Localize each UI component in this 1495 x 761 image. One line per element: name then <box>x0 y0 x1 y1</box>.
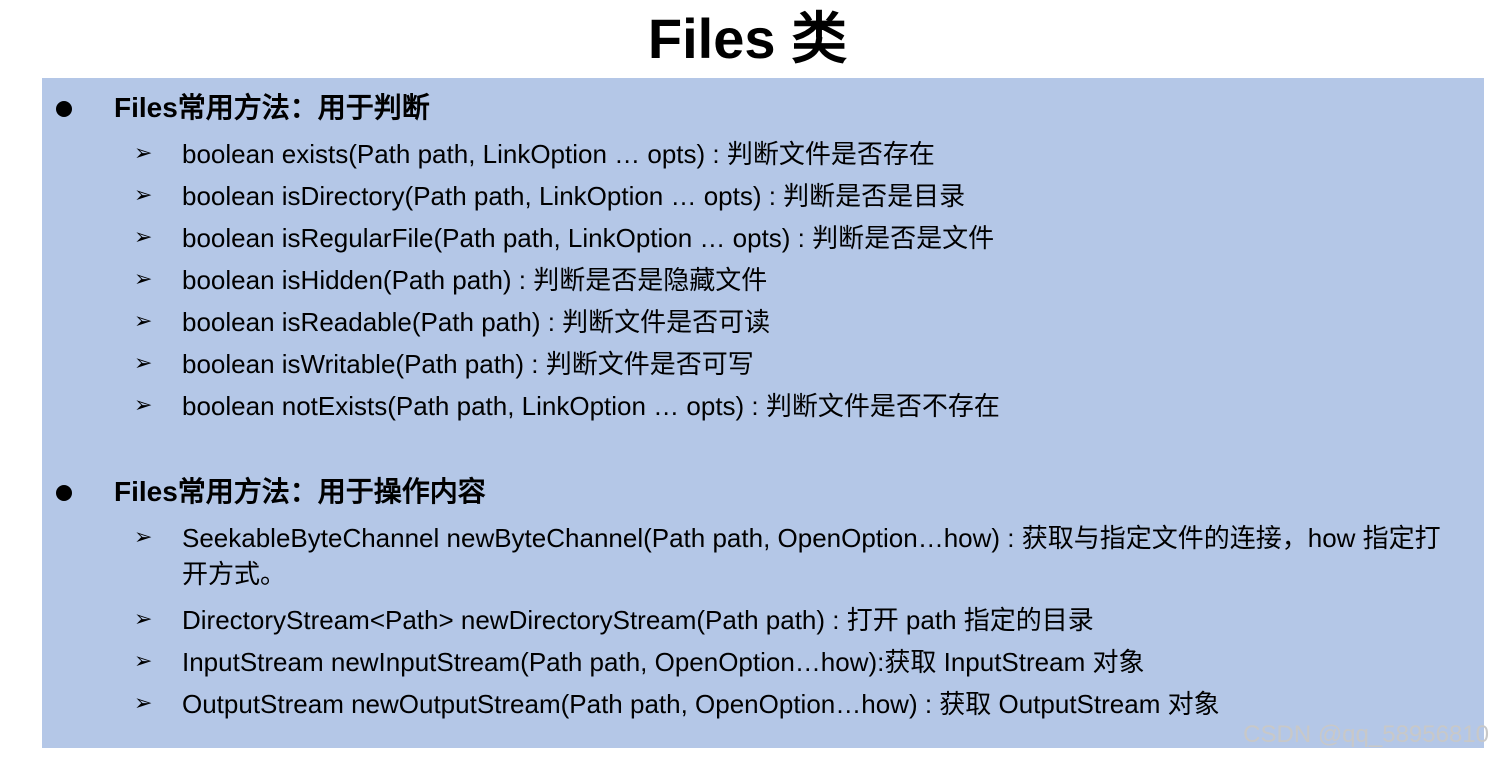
method-text: boolean isHidden(Path path) : 判断是否是隐藏文件 <box>182 265 768 295</box>
list-item: ➢ SeekableByteChannel newByteChannel(Pat… <box>42 518 1484 600</box>
method-text: boolean isReadable(Path path) : 判断文件是否可读 <box>182 307 771 337</box>
arrow-bullet-icon: ➢ <box>134 266 153 291</box>
list-item: ➢ boolean isWritable(Path path) : 判断文件是否… <box>42 344 1484 386</box>
arrow-bullet-icon: ➢ <box>134 648 153 673</box>
list-item: ➢ boolean isReadable(Path path) : 判断文件是否… <box>42 302 1484 344</box>
section-heading: Files常用方法：用于操作内容 <box>114 476 486 507</box>
page-title: Files 类 <box>647 7 848 70</box>
list-item: ➢ boolean notExists(Path path, LinkOptio… <box>42 386 1484 428</box>
method-text: DirectoryStream<Path> newDirectoryStream… <box>182 605 1094 635</box>
arrow-bullet-icon: ➢ <box>134 182 153 207</box>
method-text: boolean isRegularFile(Path path, LinkOpt… <box>182 223 995 253</box>
method-text: boolean isDirectory(Path path, LinkOptio… <box>182 181 966 211</box>
method-text: InputStream newInputStream(Path path, Op… <box>182 647 1145 677</box>
list-item: ➢ boolean isHidden(Path path) : 判断是否是隐藏文… <box>42 260 1484 302</box>
method-text: OutputStream newOutputStream(Path path, … <box>182 689 1220 719</box>
list-item: ➢ boolean isRegularFile(Path path, LinkO… <box>42 218 1484 260</box>
list-item: ➢ InputStream newInputStream(Path path, … <box>42 642 1484 684</box>
arrow-bullet-icon: ➢ <box>134 350 153 375</box>
list-item: ➢ boolean isDirectory(Path path, LinkOpt… <box>42 176 1484 218</box>
arrow-bullet-icon: ➢ <box>134 524 153 549</box>
content-panel: Files常用方法：用于判断 ➢ boolean exists(Path pat… <box>42 78 1484 748</box>
arrow-bullet-icon: ➢ <box>134 224 153 249</box>
section-content-ops: Files常用方法：用于操作内容 ➢ SeekableByteChannel n… <box>42 472 1484 726</box>
section-heading-row: Files常用方法：用于判断 <box>42 88 1484 128</box>
method-text: boolean exists(Path path, LinkOption … o… <box>182 139 935 169</box>
bullet-icon <box>56 101 72 117</box>
arrow-bullet-icon: ➢ <box>134 392 153 417</box>
arrow-bullet-icon: ➢ <box>134 606 153 631</box>
arrow-bullet-icon: ➢ <box>134 690 153 715</box>
bullet-icon <box>56 485 72 501</box>
arrow-bullet-icon: ➢ <box>134 140 153 165</box>
list-item: ➢ boolean exists(Path path, LinkOption …… <box>42 134 1484 176</box>
method-text: boolean isWritable(Path path) : 判断文件是否可写 <box>182 349 754 379</box>
list-item: ➢ DirectoryStream<Path> newDirectoryStre… <box>42 600 1484 642</box>
method-text: boolean notExists(Path path, LinkOption … <box>182 391 1000 421</box>
watermark-text: CSDN @qq_58956810 <box>1243 721 1489 748</box>
section-judgement: Files常用方法：用于判断 ➢ boolean exists(Path pat… <box>42 88 1484 428</box>
method-text: SeekableByteChannel newByteChannel(Path … <box>182 523 1441 589</box>
list-item: ➢ OutputStream newOutputStream(Path path… <box>42 684 1484 726</box>
section-heading-row: Files常用方法：用于操作内容 <box>42 472 1484 512</box>
section-heading: Files常用方法：用于判断 <box>114 92 430 123</box>
arrow-bullet-icon: ➢ <box>134 308 153 333</box>
